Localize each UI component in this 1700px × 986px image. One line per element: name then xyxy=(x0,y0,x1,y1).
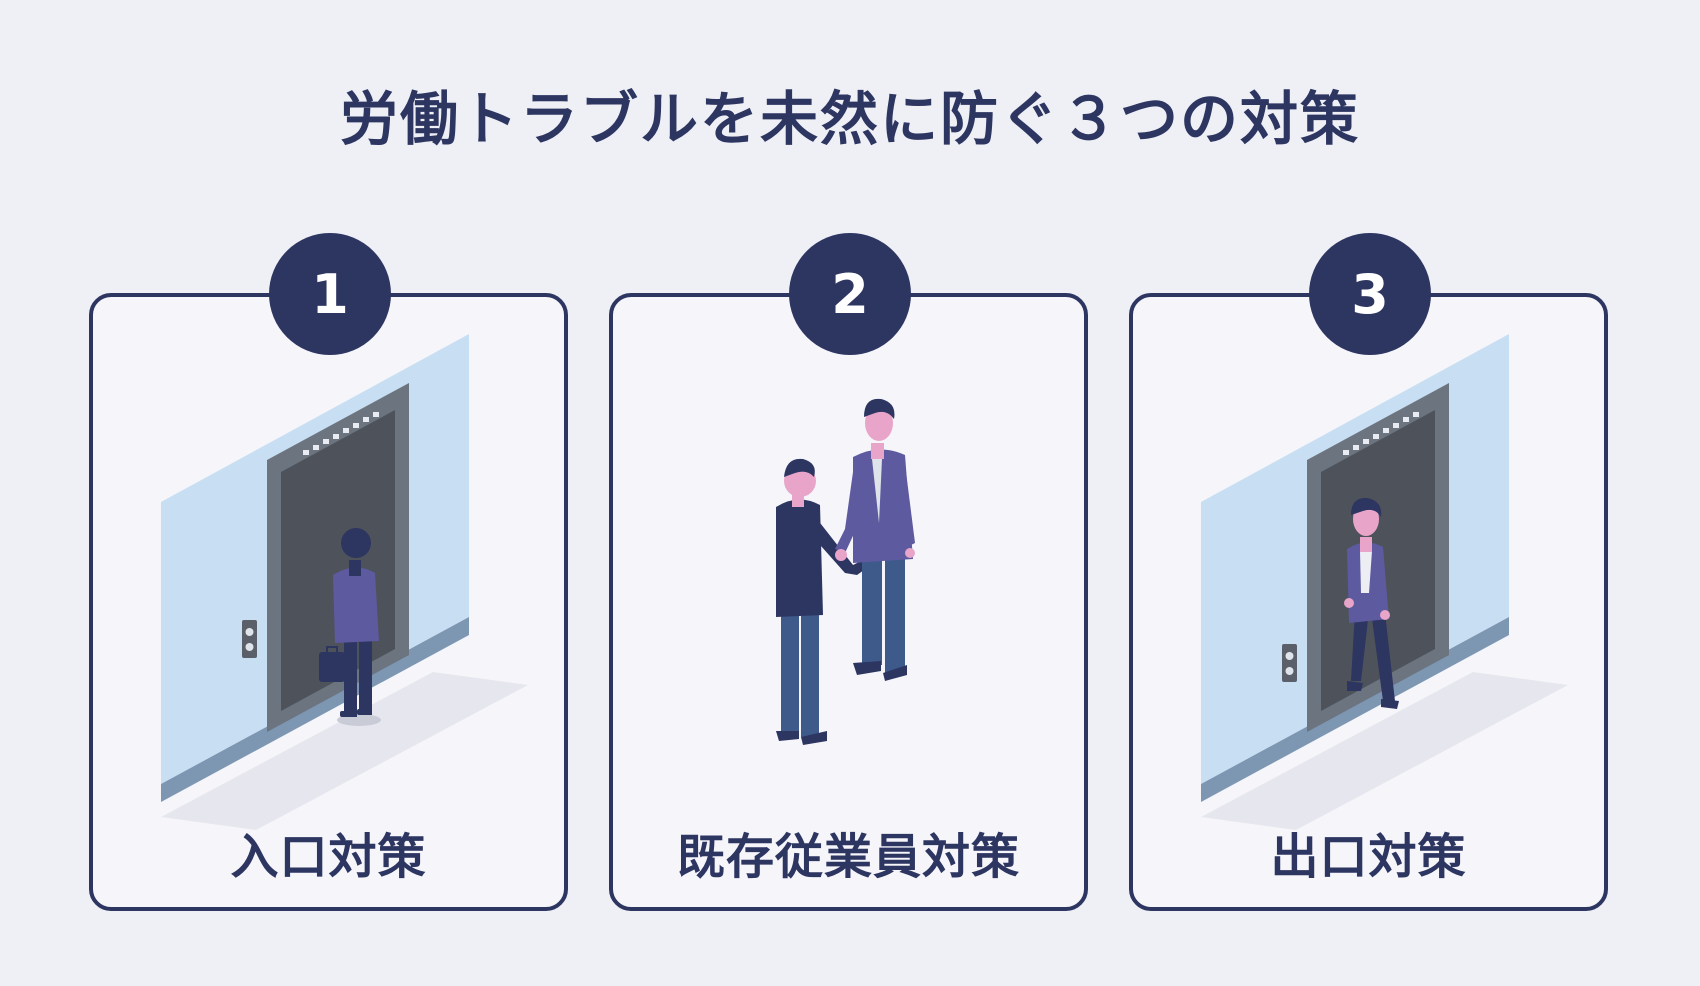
step-badge-3: 3 xyxy=(1309,233,1431,355)
page-title: 労働トラブルを未然に防ぐ３つの対策 xyxy=(339,85,1360,153)
handshake-icon xyxy=(776,398,915,745)
step-badge-1: 1 xyxy=(269,233,391,355)
step-badge-2: 2 xyxy=(789,233,911,355)
card-label: 入口対策 xyxy=(230,829,427,885)
person-leaving-elevator-icon xyxy=(1201,334,1568,830)
person-entering-elevator-icon xyxy=(161,334,528,830)
card-label: 既存従業員対策 xyxy=(676,829,1020,885)
card-exit: 出口対策 xyxy=(1129,293,1608,911)
card-entry: 入口対策 xyxy=(89,293,568,911)
card-existing-employees: 既存従業員対策 xyxy=(609,293,1088,911)
card-label: 出口対策 xyxy=(1270,829,1467,885)
